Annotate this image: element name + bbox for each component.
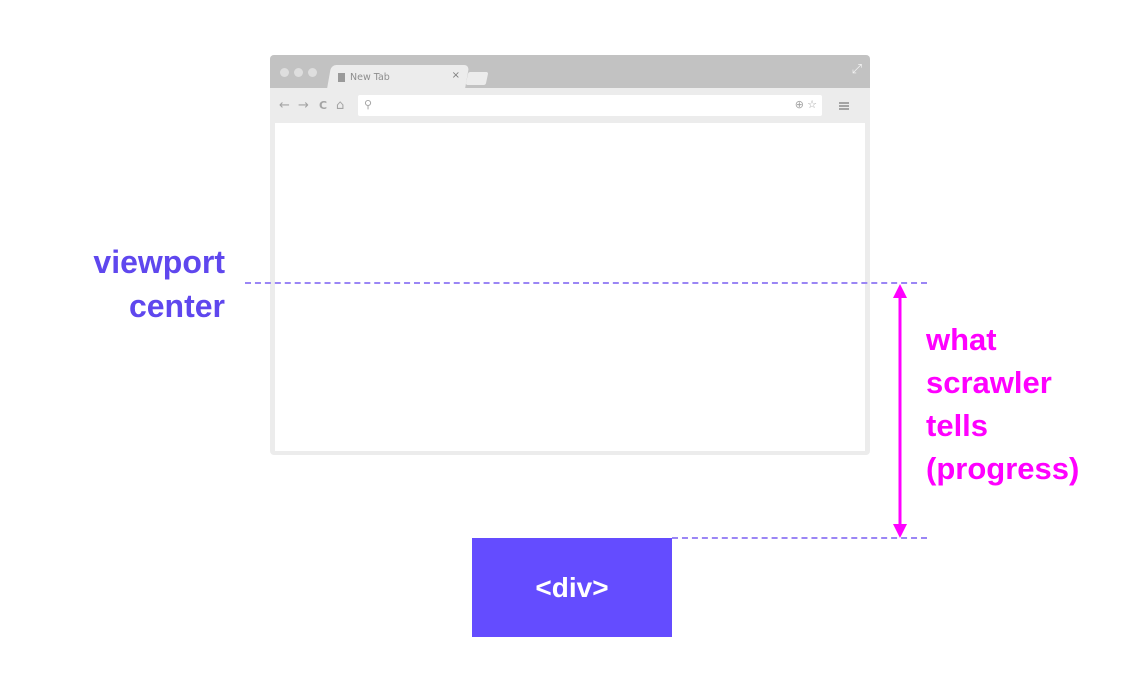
window-maximize-dot[interactable] xyxy=(308,68,317,77)
browser-toolbar: ← → C ⌂ ⚲ ⊕ ☆ xyxy=(270,88,870,123)
forward-arrow-icon[interactable]: → xyxy=(298,98,309,113)
zoom-icon[interactable]: ⊕ xyxy=(794,98,804,111)
viewport-center-label-line: viewport center xyxy=(93,240,225,328)
search-icon: ⚲ xyxy=(364,98,373,111)
document-icon xyxy=(338,72,345,82)
back-arrow-icon[interactable]: ← xyxy=(279,98,290,113)
progress-label-line: tells xyxy=(926,408,989,443)
element-top-line xyxy=(672,537,927,539)
browser-tab-content: New Tab × xyxy=(332,65,464,89)
window-close-dot[interactable] xyxy=(280,68,289,77)
progress-label-line: what xyxy=(926,322,997,357)
window-minimize-dot[interactable] xyxy=(294,68,303,77)
progress-label-line: scrawler xyxy=(926,365,1052,400)
progress-label-line: (progress) xyxy=(926,451,1080,486)
browser-viewport xyxy=(275,123,865,451)
star-icon[interactable]: ☆ xyxy=(807,98,817,111)
tab-title: New Tab xyxy=(350,71,390,83)
home-icon[interactable]: ⌂ xyxy=(336,98,345,113)
element-label: <div> xyxy=(535,571,609,603)
viewport-center-label-text: center xyxy=(128,288,225,324)
double-arrow-icon xyxy=(893,284,907,538)
browser-titlebar: New Tab × ⤢ xyxy=(270,55,870,89)
browser-window: New Tab × ⤢ ← → C ⌂ ⚲ ⊕ ☆ xyxy=(270,55,870,455)
address-bar[interactable]: ⚲ ⊕ ☆ xyxy=(358,95,822,116)
menu-icon[interactable] xyxy=(839,102,849,110)
fullscreen-icon[interactable]: ⤢ xyxy=(851,62,862,77)
viewport-center-line xyxy=(245,282,927,284)
viewport-center-label: viewport center xyxy=(93,240,225,328)
progress-label: what scrawler tells (progress) xyxy=(926,318,1079,490)
target-element-box: <div> xyxy=(472,538,672,637)
new-tab-button[interactable] xyxy=(465,72,489,85)
close-icon[interactable]: × xyxy=(451,70,460,81)
reload-icon[interactable]: C xyxy=(319,99,328,112)
viewport-center-label-text: viewport xyxy=(93,244,225,280)
